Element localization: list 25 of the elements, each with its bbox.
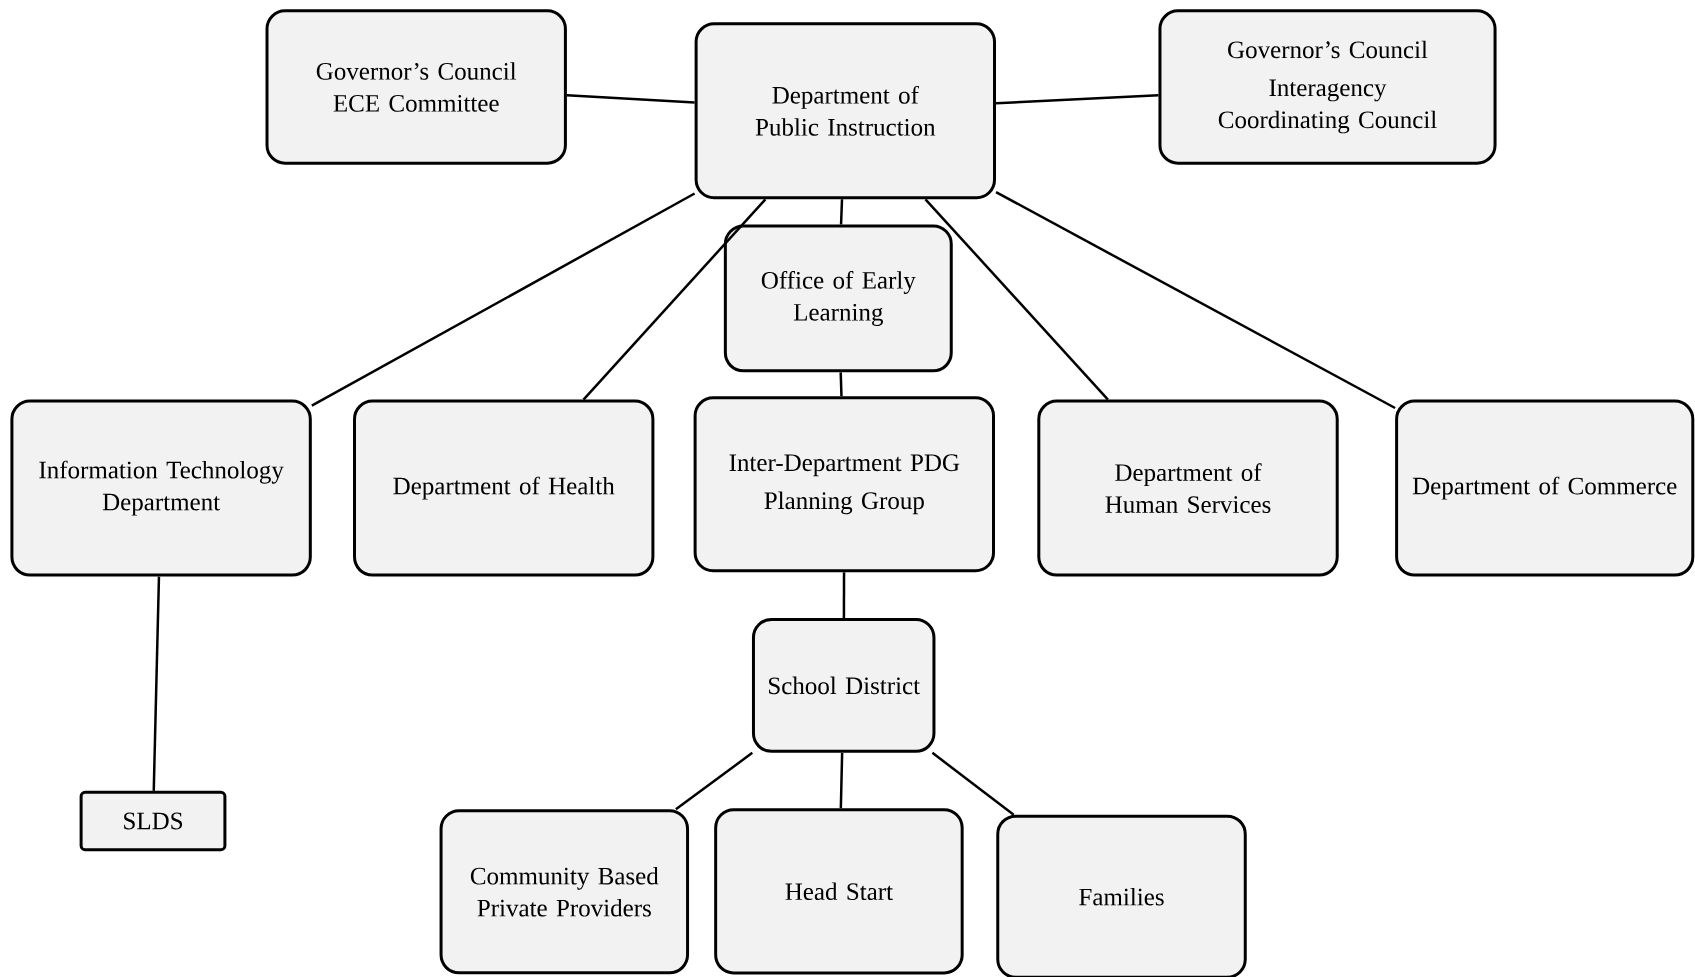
connector-line <box>152 576 161 791</box>
org-box: Department of Health <box>353 399 655 577</box>
org-box: Office of Early Learning <box>723 224 953 373</box>
org-box: Families <box>996 814 1247 977</box>
connector-line <box>995 191 1396 410</box>
connector-line <box>842 572 846 618</box>
org-box: Governor’s Council Interagency Coordinating Council <box>1158 9 1497 165</box>
org-box: Inter-Department PDG Planning Group <box>693 396 995 573</box>
connector-line <box>311 192 696 407</box>
connector-line <box>839 372 843 397</box>
org-box: Head Start <box>714 808 964 975</box>
connector-line <box>675 751 754 811</box>
org-box: Department of Commerce <box>1395 399 1695 577</box>
connector-line <box>931 751 1015 816</box>
org-box: Department of Human Services <box>1037 399 1339 577</box>
connector-line <box>839 199 844 225</box>
connector-line <box>839 752 844 809</box>
org-box: Information Technology Department <box>10 399 312 577</box>
org-box: Governor’s Council ECE Committee <box>265 9 567 165</box>
org-box: SLDS <box>79 790 227 852</box>
org-box: Community Based Private Providers <box>439 809 690 975</box>
connector-line <box>995 94 1159 105</box>
org-box: Department of Public Instruction <box>694 22 996 200</box>
connector-line <box>566 94 695 104</box>
org-box: School District <box>751 617 936 753</box>
